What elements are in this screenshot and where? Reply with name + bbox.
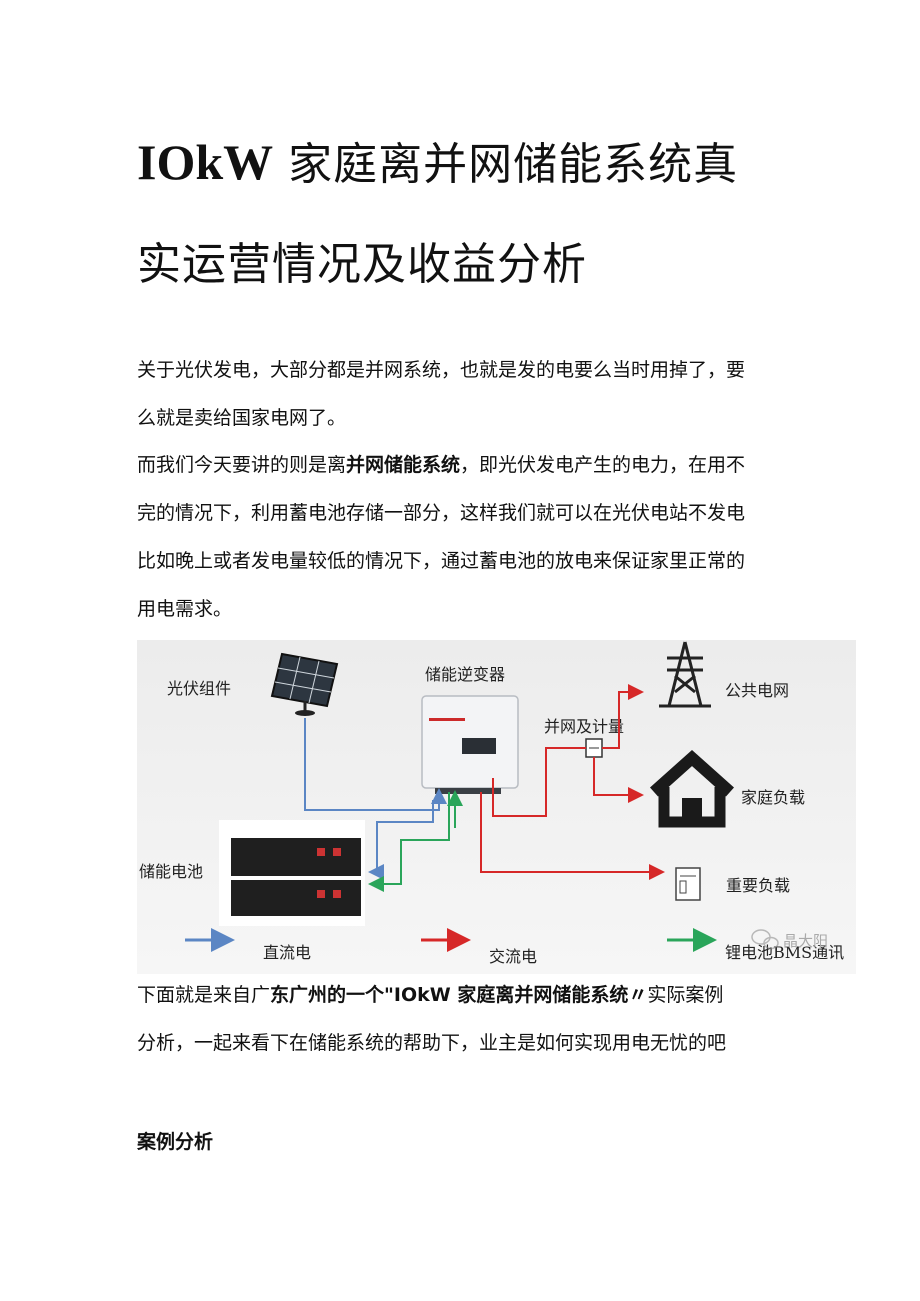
inverter-icon: [421, 695, 519, 794]
wechat-icon: [751, 929, 779, 950]
title-text-1: 家庭离并网储能系统真: [288, 139, 739, 190]
paragraph-line: 关于光伏发电，大部分都是并网系统，也就是发的电要么当时用掉了，要: [137, 359, 746, 381]
panel-box-icon: [675, 867, 701, 901]
paragraph-line: 下面就是来自广东广州的一个"IOkW 家庭离并网储能系统〃实际案例: [137, 971, 797, 1019]
public-grid-label: 公共电网: [725, 681, 789, 700]
paragraph-storage-explanation: 而我们今天要讲的则是离并网储能系统，即光伏发电产生的电力，在用不 完的情况下，利…: [137, 441, 797, 633]
meter-icon: [585, 738, 603, 758]
text-run: 实际案例: [647, 984, 724, 1006]
paragraph-line: 分析，一起来看下在储能系统的帮助下，业主是如何实现用电无忧的吧: [137, 1032, 727, 1054]
legend-bms-label: 锂电池BMS通讯: [725, 943, 844, 962]
bold-term: 东广州的一个"IOkW 家庭离并网储能系统〃: [270, 984, 648, 1006]
paragraph-intro: 关于光伏发电，大部分都是并网系统，也就是发的电要么当时用掉了，要 么就是卖给国家…: [137, 346, 797, 442]
bms-flow-lines: [368, 790, 463, 892]
system-diagram: 光伏组件 储能逆变器 并网及计量 公共电网 家庭负载 储能电池: [137, 640, 856, 974]
bold-term: 并网储能系统: [346, 454, 461, 476]
paragraph-line: 么就是卖给国家电网了。: [137, 407, 347, 429]
paragraph-line: 而我们今天要讲的则是离并网储能系统，即光伏发电产生的电力，在用不: [137, 441, 797, 489]
battery-rack-icon: [219, 820, 365, 926]
house-icon: [649, 749, 735, 828]
inverter-label: 储能逆变器: [425, 665, 505, 684]
watermark-text: 晶大阳: [783, 932, 828, 950]
legend-dc-label: 直流电: [263, 943, 311, 962]
paragraph-line: 完的情况下，利用蓄电池存储一部分，这样我们就可以在光伏电站不发电: [137, 502, 746, 524]
legend-ac-label: 交流电: [489, 947, 537, 966]
pylon-icon: [659, 641, 711, 708]
meter-label: 并网及计量: [544, 717, 624, 736]
home-load-label: 家庭负载: [741, 788, 805, 807]
document-title-line-1: IOkW 家庭离并网储能系统真: [137, 128, 738, 192]
paragraph-case-intro: 下面就是来自广东广州的一个"IOkW 家庭离并网储能系统〃实际案例 分析，一起来…: [137, 971, 797, 1067]
battery-label: 储能电池: [139, 862, 203, 881]
critical-load-label: 重要负载: [726, 876, 790, 895]
paragraph-line: 用电需求。: [137, 598, 233, 620]
text-run: 而我们今天要讲的则是离: [137, 454, 347, 476]
text-run: ，即光伏发电产生的电力，在用不: [460, 454, 746, 476]
section-heading: 案例分析: [137, 1131, 214, 1153]
paragraph-line: 比如晚上或者发电量较低的情况下，通过蓄电池的放电来保证家里正常的: [137, 550, 746, 572]
solar-panel-icon: [270, 652, 339, 716]
document-title-line-2: 实运营情况及收益分析: [137, 239, 587, 290]
text-run: 下面就是来自广: [137, 984, 271, 1006]
title-power-rating: IOkW: [137, 134, 274, 190]
pv-module-label: 光伏组件: [167, 679, 231, 698]
ac-flow-lines: [480, 684, 665, 880]
dc-flow-lines: [304, 718, 447, 880]
